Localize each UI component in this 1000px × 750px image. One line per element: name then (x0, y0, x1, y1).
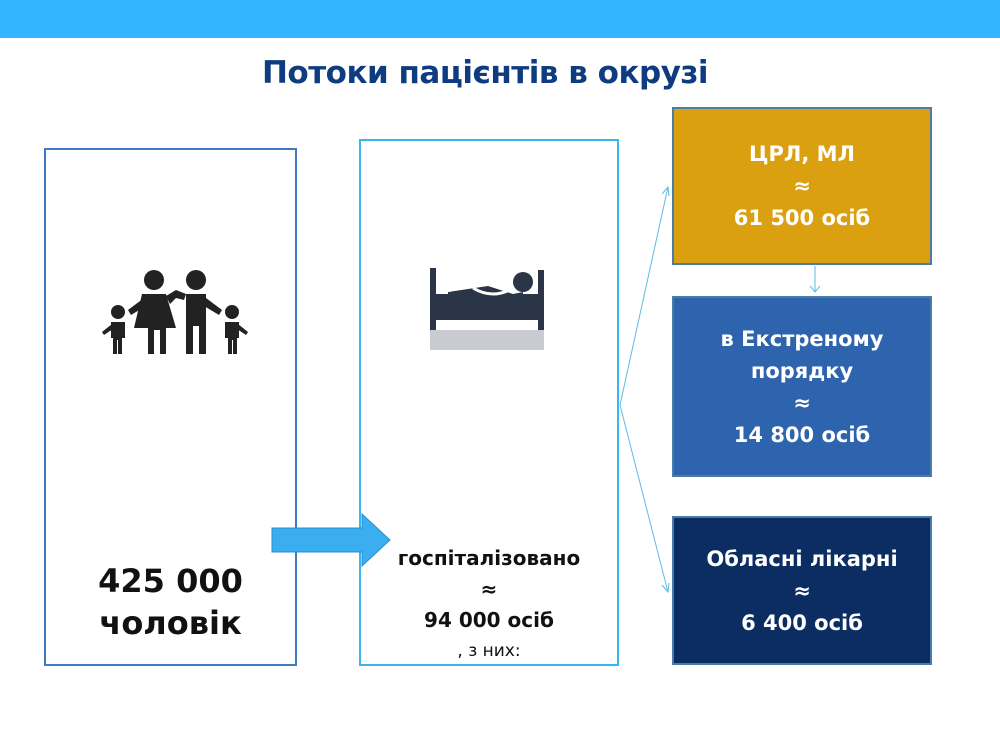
arrow-to-regional (619, 404, 669, 593)
population-value: 425 000 (98, 562, 243, 600)
arrow-to-crl (619, 186, 669, 406)
destination-regional: Обласні лікарні ≈ 6 400 осіб (672, 516, 932, 665)
hospitalized-value: 94 000 осіб (424, 608, 554, 632)
destination-label: Обласні лікарні (706, 546, 898, 571)
big-arrow (271, 512, 391, 568)
slide-title: Потоки пацієнтів в окрузі (261, 55, 709, 91)
hospital-bed-icon: NN (430, 268, 544, 350)
hospitalized-approx: ≈ (480, 577, 498, 601)
destination-label: ЦРЛ, МЛ (749, 142, 855, 166)
destination-approx: ≈ (793, 174, 811, 198)
destination-value: 6 400 осіб (741, 610, 863, 635)
destination-emergency: в Екстреному порядку ≈ 14 800 осіб (672, 296, 932, 477)
population-box: 425 000 чоловік (44, 148, 297, 666)
top-banner (0, 0, 1000, 38)
family-icon (102, 270, 248, 354)
destination-label: в Екстреному порядку (720, 326, 884, 383)
destination-value: 61 500 осіб (733, 206, 871, 230)
hospitalized-label: госпіталізовано (397, 546, 581, 570)
svg-text:NN: NN (438, 285, 451, 295)
population-unit: чоловік (99, 604, 242, 642)
destination-approx: ≈ (793, 390, 811, 415)
hospitalized-box: NN госпіталізовано ≈ 94 000 осіб , з них… (359, 139, 619, 666)
destination-value: 14 800 осіб (733, 422, 871, 447)
destination-approx: ≈ (793, 578, 811, 603)
destination-crl: ЦРЛ, МЛ ≈ 61 500 осіб (672, 107, 932, 265)
hospitalized-note: , з них: (457, 641, 521, 661)
